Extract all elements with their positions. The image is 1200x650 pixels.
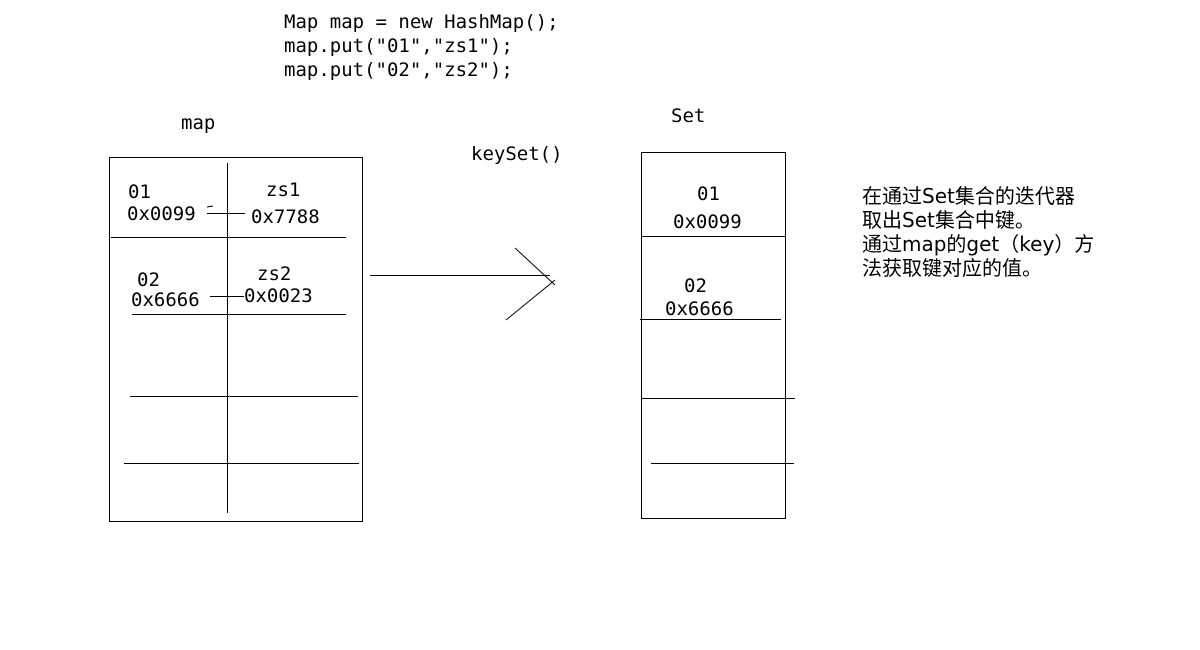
- keyset-label: keySet(): [471, 143, 563, 165]
- map-box: [109, 157, 363, 522]
- map-entry-key: 02: [137, 269, 160, 291]
- map-entry-key: 01: [128, 181, 151, 203]
- set-entry-key: 01: [697, 183, 720, 205]
- keyset-arrow-head: [514, 247, 556, 286]
- map-entry-connector: [206, 205, 214, 208]
- map-entry-key-address: 0x6666: [131, 289, 200, 311]
- keyset-arrow-head: [505, 279, 556, 321]
- set-title: Set: [671, 105, 706, 127]
- note-line: 取出Set集合中键。: [862, 208, 1035, 232]
- set-entry-key-address: 0x0099: [673, 211, 742, 233]
- map-entry-value-address: 0x7788: [251, 206, 320, 228]
- note-line: 法获取键对应的值。: [862, 256, 1042, 280]
- set-entry-key: 02: [684, 275, 707, 297]
- note-line: 通过map的get（key）方: [862, 232, 1095, 256]
- map-entry-key-address: 0x0099: [127, 203, 196, 225]
- code-block: Map map = new HashMap(); map.put("01","z…: [284, 10, 559, 82]
- map-entry-value: zs1: [266, 179, 301, 201]
- code-line: map.put("01","zs1");: [284, 35, 513, 57]
- code-line: map.put("02","zs2");: [284, 59, 513, 81]
- map-entry-value-address: 0x0023: [244, 285, 313, 307]
- set-entry-key-address: 0x6666: [665, 298, 734, 320]
- set-box: [641, 152, 786, 519]
- note-line: 在通过Set集合的迭代器: [862, 184, 1075, 208]
- code-line: Map map = new HashMap();: [284, 11, 559, 33]
- map-entry-value: zs2: [257, 263, 292, 285]
- explanation-note: 在通过Set集合的迭代器 取出Set集合中键。 通过map的get（key）方 …: [862, 184, 1094, 280]
- map-title: map: [181, 112, 216, 134]
